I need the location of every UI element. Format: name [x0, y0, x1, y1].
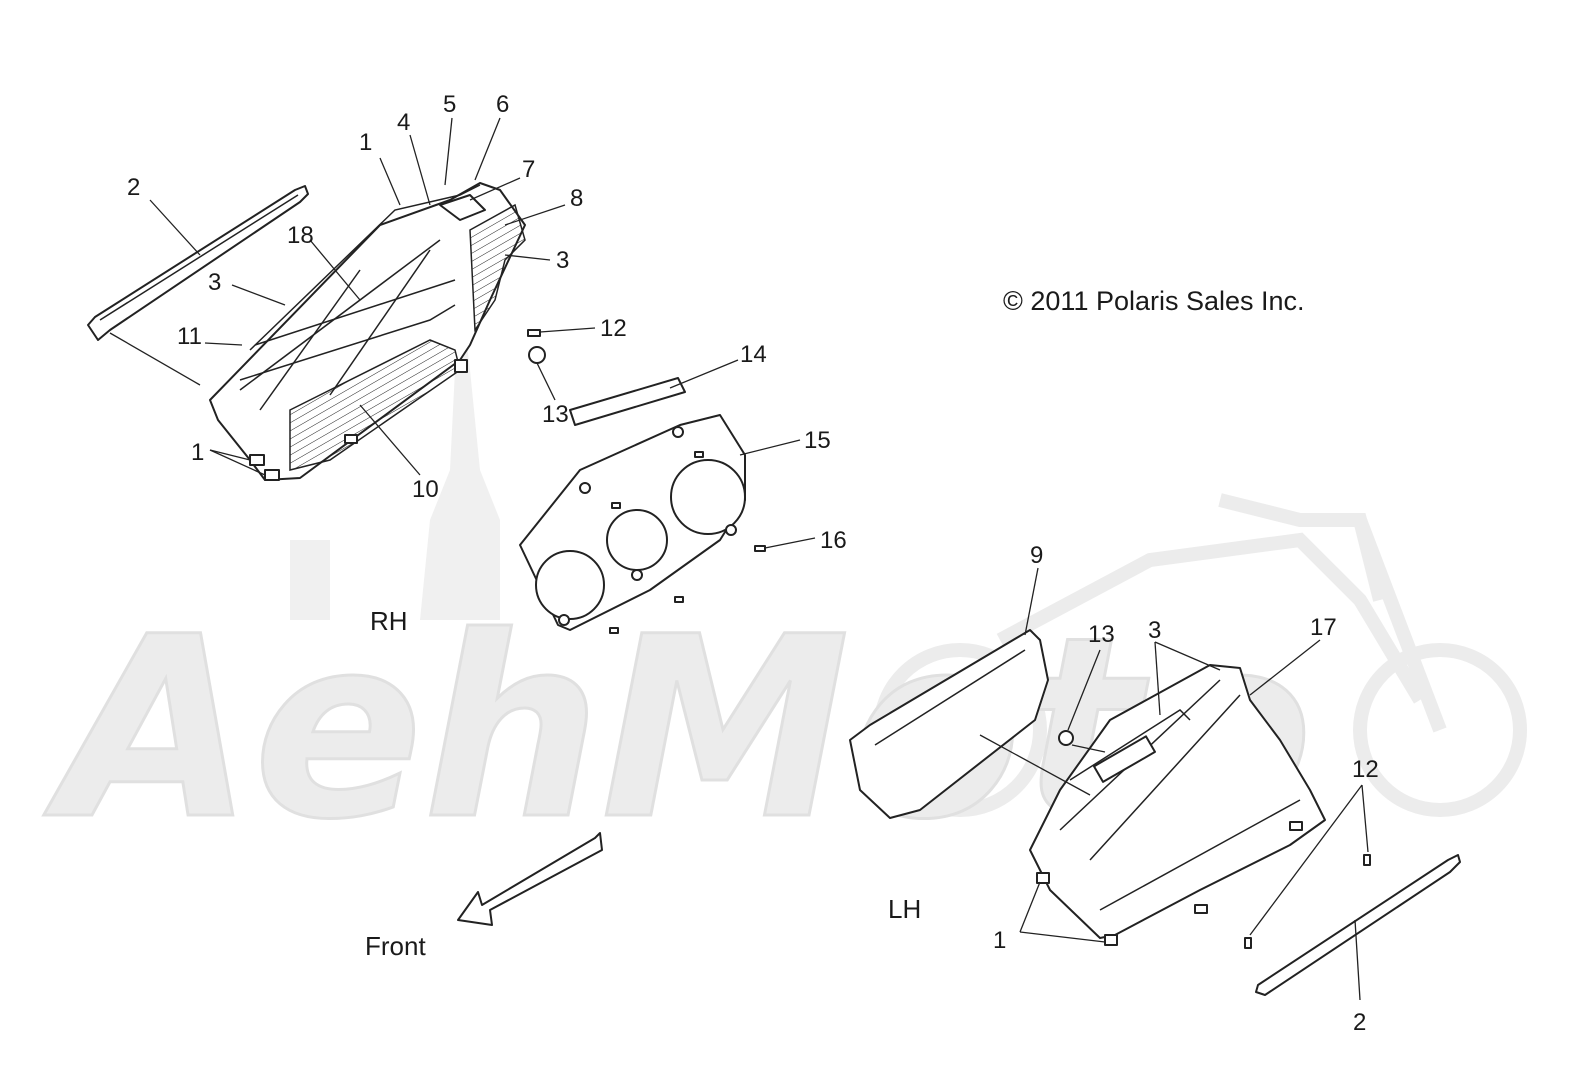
part-12-screw	[527, 329, 541, 337]
callout-6: 6	[496, 91, 509, 118]
rh-assembly	[87, 117, 816, 634]
part-1-clip	[1036, 872, 1050, 884]
part-12-screw	[1244, 937, 1252, 949]
callout-3: 3	[556, 247, 569, 274]
callout-11: 11	[177, 323, 202, 350]
callout-3: 3	[1148, 617, 1161, 644]
callout-labels: 2 1 4 5 6 7 8 3 18 3 11 1 10 12 13 14 15…	[127, 91, 1379, 1036]
callout-12: 12	[1352, 756, 1379, 783]
part-13-grommet	[528, 346, 546, 364]
callout-9: 9	[1030, 542, 1043, 569]
rh-leader-lines	[109, 117, 816, 549]
callout-13: 13	[542, 401, 569, 428]
callout-2: 2	[127, 174, 140, 201]
part-9-cover	[849, 629, 1049, 819]
part-14-lens	[569, 377, 686, 426]
callout-2: 2	[1353, 1009, 1366, 1036]
part-13-grommet	[1058, 730, 1074, 746]
callout-15: 15	[804, 427, 831, 454]
callout-3: 3	[208, 269, 221, 296]
lh-assembly	[849, 567, 1461, 1001]
callout-4: 4	[397, 109, 410, 136]
gauge-opening-center	[606, 509, 668, 571]
callout-5: 5	[443, 91, 456, 118]
callout-10: 10	[412, 476, 439, 503]
part-12-screw	[1363, 854, 1371, 866]
callout-13: 13	[1088, 621, 1115, 648]
callout-1: 1	[359, 129, 372, 156]
part-1-clip	[264, 469, 280, 481]
callout-14: 14	[740, 341, 767, 368]
lh-label: LH	[888, 894, 921, 924]
part-16-screws	[609, 451, 766, 634]
part-2-trim-strip	[1255, 854, 1461, 996]
rh-label: RH	[370, 606, 408, 636]
part-1-clip	[1104, 934, 1118, 946]
callout-12: 12	[600, 315, 627, 342]
callout-18: 18	[287, 222, 314, 249]
front-label: Front	[365, 931, 426, 961]
gauge-opening-right	[670, 459, 746, 535]
gauge-opening-left	[535, 550, 605, 620]
part-1-clip	[249, 454, 265, 466]
part-8-side-panel	[469, 203, 526, 333]
part-7-bracket	[439, 194, 486, 221]
lh-leader-lines	[979, 567, 1369, 1001]
callout-8: 8	[570, 185, 583, 212]
callout-16: 16	[820, 527, 847, 554]
part-2-trim-strip	[87, 185, 309, 341]
callout-7: 7	[522, 156, 535, 183]
callout-1: 1	[993, 927, 1006, 954]
front-arrow-icon	[457, 832, 603, 926]
copyright-text: © 2011 Polaris Sales Inc.	[1003, 286, 1305, 316]
callout-17: 17	[1310, 614, 1337, 641]
callout-1: 1	[191, 439, 204, 466]
